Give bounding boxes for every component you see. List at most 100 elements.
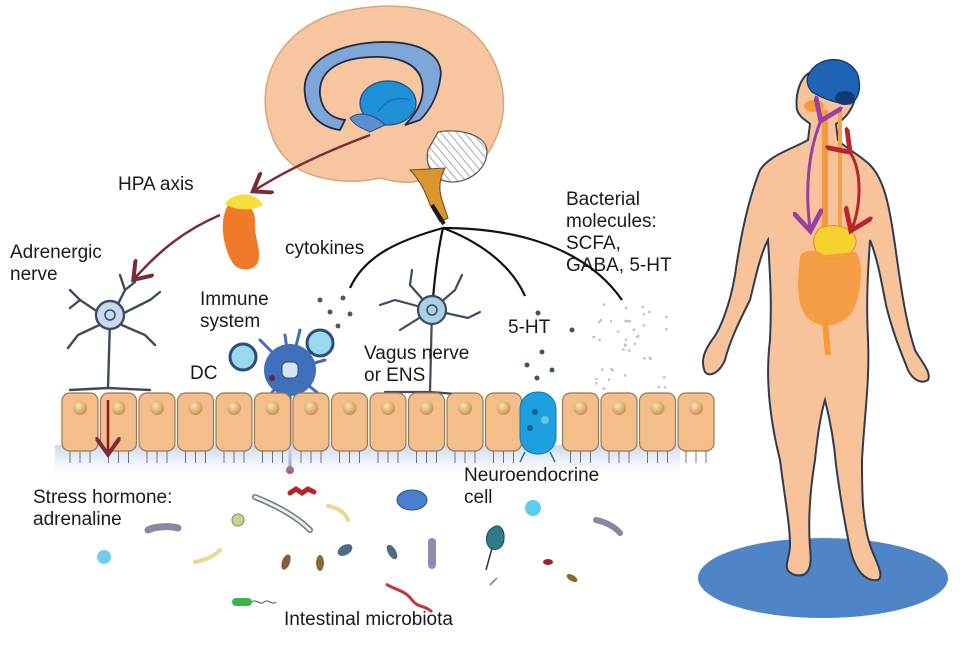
molecule-dot (665, 327, 668, 331)
molecule-dot (599, 318, 603, 322)
molecule-dot (663, 385, 667, 389)
label-bacterial-molecules: Bacterial molecules: SCFA, GABA, 5-HT (566, 189, 672, 276)
thalamus (359, 80, 417, 126)
molecule-dot (648, 356, 652, 359)
cell-nucleus (496, 401, 511, 415)
cell-nucleus (111, 401, 126, 415)
branch-to-cytokines (348, 226, 444, 289)
label-immune-system: Immune system (200, 289, 269, 332)
cell-nucleus (573, 401, 588, 415)
label-cytokines: cytokines (285, 238, 365, 259)
molecule-dot (648, 310, 651, 314)
molecule-dot (598, 338, 601, 342)
molecule-dot (622, 348, 625, 351)
molecule-dot (624, 338, 628, 341)
molecule-dot (636, 334, 640, 338)
label-neuroendocrine-cell: Neuroendocrine cell (464, 465, 600, 508)
molecule-dot (616, 330, 620, 333)
brainstem (408, 167, 449, 223)
microbiota (97, 485, 623, 614)
adrenal-body (222, 202, 260, 270)
branch-to-neuron (431, 227, 445, 299)
branch-to-5ht (442, 226, 527, 297)
cell-nucleus (381, 401, 395, 415)
branch-to-bacterial (442, 226, 623, 301)
molecule-dot (592, 335, 596, 339)
bacterium-yellow-comet (326, 504, 350, 522)
vagus-neuron (378, 268, 482, 397)
molecule-dot (626, 319, 629, 323)
molecule-dot (595, 382, 598, 385)
molecule-dot (643, 356, 646, 360)
adrenal-gland (222, 194, 263, 270)
label-adrenergic-nerve: Adrenergic nerve (10, 242, 102, 285)
cell-nucleus (419, 401, 434, 415)
cell-nucleus (188, 401, 203, 415)
molecule-dot (602, 387, 605, 391)
molecule-dot (597, 320, 601, 324)
molecule-dot (607, 378, 611, 381)
mucus-layer (55, 445, 680, 485)
adrenergic-neuron (66, 273, 162, 392)
cell-nucleus (342, 401, 357, 415)
label-dc: DC (190, 363, 218, 384)
molecule-dot (632, 328, 636, 332)
purple-bidirectional-arrow (808, 118, 822, 228)
molecule-dot (665, 315, 668, 319)
molecule-dot (642, 312, 646, 316)
cell-nucleus (227, 401, 241, 415)
label-intestinal-microbiota: Intestinal microbiota (284, 609, 453, 630)
adrenal-cap (225, 194, 263, 210)
vagus-bundle (430, 203, 446, 226)
floor-shadow (698, 538, 948, 618)
molecule-dot (624, 319, 627, 323)
molecule-dot (623, 374, 627, 377)
molecule-dot (624, 306, 628, 310)
cell-nucleus (73, 401, 87, 415)
thalamus-detail (377, 98, 411, 113)
cytokine-dots (317, 295, 353, 329)
cell-nucleus (458, 401, 472, 415)
molecule-dot (633, 342, 637, 346)
esophagus (822, 110, 828, 230)
brain-to-adrenal-arrow (255, 133, 371, 190)
cell-nucleus (304, 401, 318, 415)
neuroendocrine-cell-shape (519, 391, 557, 463)
adrenal-to-nerve-arrow (135, 213, 221, 278)
human-figure (698, 59, 948, 618)
cell-nucleus (265, 401, 280, 415)
hypothalamus (349, 113, 386, 133)
molecule-dot (600, 368, 604, 371)
cell-nucleus (650, 401, 665, 415)
bacterium-blue-flagellate (396, 489, 428, 511)
body-mouth (804, 100, 824, 112)
molecule-dot (609, 320, 613, 323)
molecule-dot (657, 385, 660, 389)
molecule-dot (594, 377, 598, 381)
red-bidirectional-arrow (848, 150, 859, 228)
cell-nucleus (150, 401, 164, 415)
cell-nucleus (689, 401, 703, 415)
bacterium-red-chain (287, 485, 317, 497)
label-5ht: 5-HT (508, 317, 551, 338)
molecule-dot (627, 349, 631, 352)
limbic-ring (303, 41, 442, 131)
label-vagus-nerve: Vagus nerve or ENS (364, 343, 470, 386)
bacterial-molecule-dots (592, 303, 668, 391)
spinal-cord (838, 108, 842, 238)
molecule-dot (602, 303, 606, 306)
molecule-dot (610, 367, 613, 371)
molecule-dot (628, 319, 632, 323)
vagus-branches (348, 226, 623, 301)
epithelium (61, 392, 715, 463)
bacterium-coccus (231, 513, 245, 527)
molecule-dot (641, 305, 644, 309)
intestines (797, 250, 862, 326)
molecule-dot (642, 323, 646, 327)
molecule-dot (623, 343, 627, 346)
dendritic-cell (228, 328, 335, 474)
label-hpa-axis: HPA axis (118, 174, 194, 195)
serotonin-dots (524, 310, 575, 381)
